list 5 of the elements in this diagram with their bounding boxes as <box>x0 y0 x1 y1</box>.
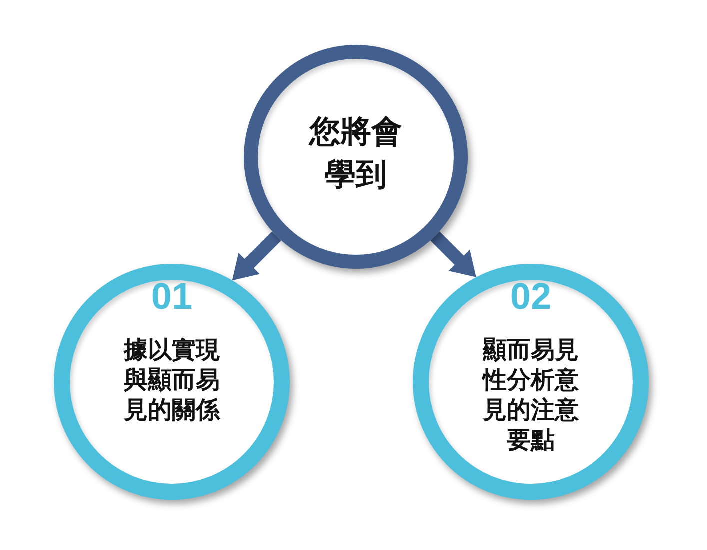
body-text: 顯而易見性分析意見的注意要點 <box>481 335 580 455</box>
body-text: 據以實現與顯而易見的關係 <box>122 335 222 425</box>
step-number: 02 <box>510 277 552 317</box>
heading-text: 您將會學到 <box>308 113 404 195</box>
step-number: 01 <box>151 277 193 317</box>
